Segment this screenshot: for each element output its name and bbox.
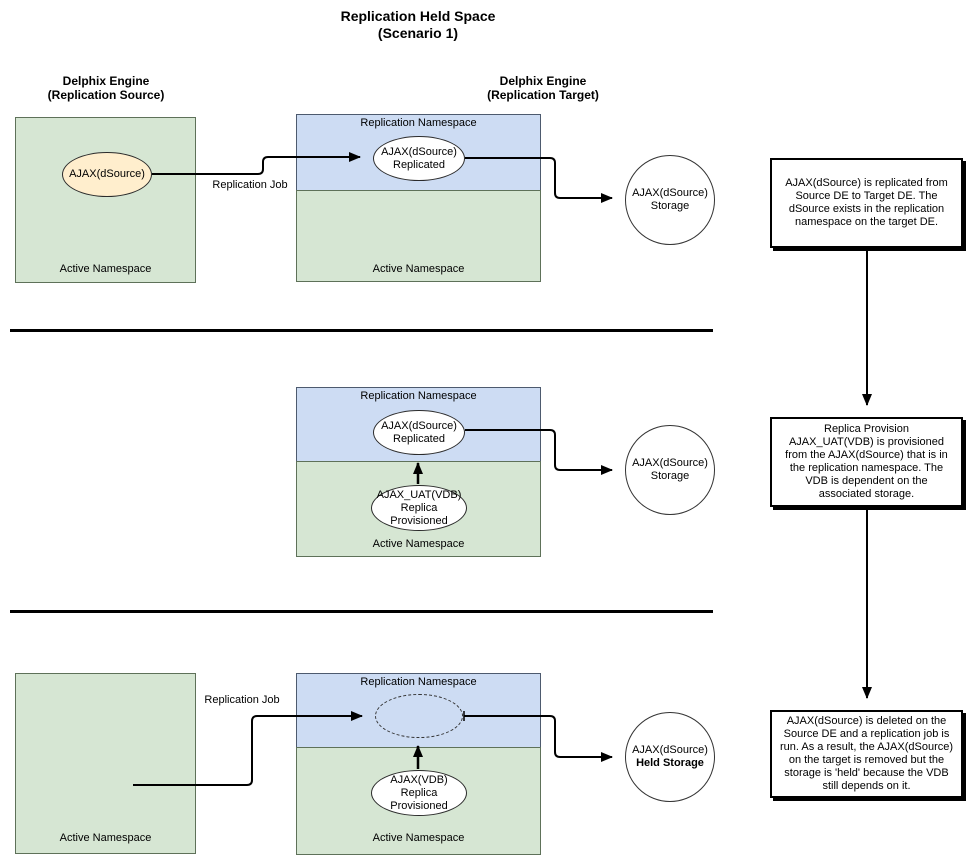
- step2-storage-circle: AJAX(dSource) Storage: [625, 425, 715, 515]
- step1-replicated-line1: AJAX(dSource): [381, 145, 457, 158]
- step2-note-box: Replica Provision AJAX_UAT(VDB) is provi…: [770, 417, 963, 507]
- step1-storage-line2: Storage: [650, 200, 690, 212]
- step2-vdb-line2: Replica Provisioned: [390, 501, 448, 527]
- source-engine-header-line1: Delphix Engine: [62, 74, 150, 88]
- step3-target-active-namespace-label: Active Namespace: [372, 832, 465, 844]
- step2-replicated-line2: Replicated: [393, 432, 445, 445]
- step1-target-active-namespace-box: [296, 190, 541, 282]
- step2-replicated-dsource-ellipse: AJAX(dSource) Replicated: [373, 410, 465, 455]
- step1-target-replication-namespace-label: Replication Namespace: [360, 117, 477, 129]
- step1-note-box: AJAX(dSource) is replicated from Source …: [770, 158, 963, 248]
- diagram-title-line2: (Scenario 1): [377, 25, 459, 41]
- row-divider-1: [10, 329, 713, 332]
- step1-note-text: AJAX(dSource) is replicated from Source …: [785, 177, 948, 228]
- step3-held-storage-circle: AJAX(dSource) Held Storage: [625, 712, 715, 802]
- step1-replicated-line2: Replicated: [393, 158, 445, 171]
- step2-storage-line2: Storage: [650, 470, 690, 482]
- step1-storage-line1: AJAX(dSource): [632, 187, 708, 199]
- target-engine-header-line1: Delphix Engine: [499, 74, 587, 88]
- step1-source-active-namespace-box: [15, 117, 196, 283]
- step2-replicated-line1: AJAX(dSource): [381, 419, 457, 432]
- step1-target-active-namespace-label: Active Namespace: [372, 263, 465, 275]
- step2-vdb-ellipse: AJAX_UAT(VDB) Replica Provisioned: [371, 485, 467, 531]
- step3-storage-line2: Held Storage: [636, 757, 704, 769]
- step1-source-dsource-label: AJAX(dSource): [69, 168, 145, 180]
- step3-replication-job-label: Replication Job: [204, 694, 280, 706]
- step2-target-active-namespace-label: Active Namespace: [372, 538, 465, 550]
- step2-storage-line1: AJAX(dSource): [632, 457, 708, 469]
- step2-note-text: Replica Provision AJAX_UAT(VDB) is provi…: [785, 423, 948, 500]
- diagram-title-line1: Replication Held Space: [340, 8, 496, 24]
- step2-vdb-line1: AJAX_UAT(VDB): [376, 488, 462, 501]
- row-divider-2: [10, 610, 713, 613]
- step3-note-box: AJAX(dSource) is deleted on the Source D…: [770, 710, 963, 798]
- step1-storage-circle: AJAX(dSource) Storage: [625, 155, 715, 245]
- target-engine-header-line2: (Replication Target): [487, 88, 599, 102]
- step3-vdb-line1: AJAX(VDB): [390, 773, 448, 786]
- step2-target-replication-namespace-label: Replication Namespace: [360, 390, 477, 402]
- step3-deleted-dsource-dashed-ellipse: [375, 694, 463, 738]
- step3-vdb-ellipse: AJAX(VDB) Replica Provisioned: [371, 770, 467, 816]
- step1-source-active-namespace-label: Active Namespace: [59, 263, 152, 275]
- step3-source-active-namespace-label: Active Namespace: [59, 832, 152, 844]
- step3-target-replication-namespace-label: Replication Namespace: [360, 676, 477, 688]
- diagram-title: Replication Held Space (Scenario 1): [298, 8, 538, 42]
- step1-replication-job-label: Replication Job: [212, 179, 288, 191]
- step1-replicated-dsource-ellipse: AJAX(dSource) Replicated: [373, 136, 465, 181]
- step3-storage-line1: AJAX(dSource): [632, 744, 708, 756]
- step1-source-dsource-ellipse: AJAX(dSource): [62, 152, 152, 197]
- step3-vdb-line2: Replica Provisioned: [390, 786, 448, 812]
- source-engine-header: Delphix Engine (Replication Source): [15, 74, 197, 102]
- source-engine-header-line2: (Replication Source): [47, 88, 165, 102]
- target-engine-header: Delphix Engine (Replication Target): [452, 74, 634, 102]
- step3-note-text: AJAX(dSource) is deleted on the Source D…: [779, 715, 954, 792]
- step3-source-active-namespace-box: [15, 673, 196, 854]
